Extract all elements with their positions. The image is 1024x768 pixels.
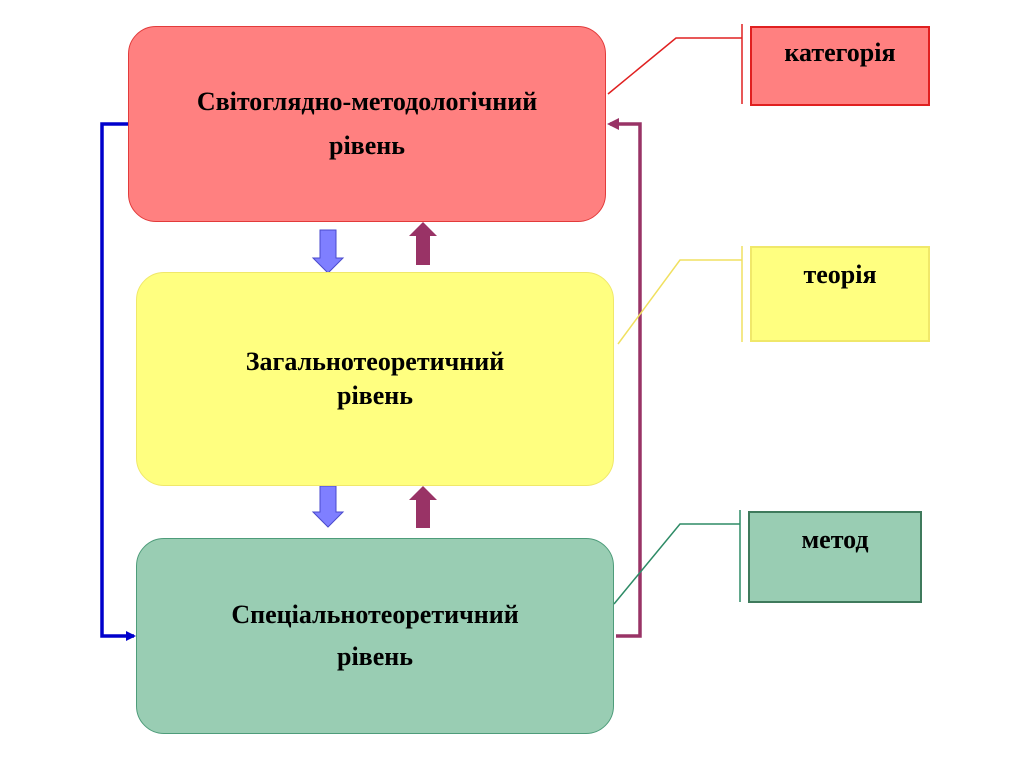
- up-arrow-icon: [409, 486, 437, 528]
- up-arrow-icon: [409, 222, 437, 265]
- special-level-subtitle: рівень: [337, 642, 413, 671]
- theory-tag: теорія: [750, 246, 930, 342]
- left-loop-connector: [100, 122, 136, 641]
- general-level-title: Загальнотеоретичний: [245, 347, 505, 377]
- theory-callout-line: [617, 246, 743, 345]
- down-arrow-icon: [311, 485, 345, 528]
- special-level-title: Спеціальнотеоретичний: [231, 600, 519, 630]
- category-tag: категорія: [750, 26, 930, 106]
- general-theoretical-level-box: Загальнотеоретичний рівень: [136, 272, 614, 486]
- worldview-level-subtitle: рівень: [329, 131, 405, 160]
- worldview-level-title: Світоглядно-методологічний: [196, 86, 538, 116]
- theory-tag-label: теорія: [803, 260, 877, 289]
- method-tag: метод: [748, 511, 922, 603]
- method-tag-label: метод: [801, 525, 869, 554]
- category-callout-line: [607, 24, 743, 104]
- down-arrow-icon: [311, 229, 345, 274]
- special-theoretical-level-box: Спеціальнотеоретичний рівень: [136, 538, 614, 734]
- category-tag-label: категорія: [784, 38, 896, 67]
- right-loop-connector: [607, 118, 642, 638]
- general-level-subtitle: рівень: [337, 381, 413, 410]
- method-callout-line: [613, 510, 741, 605]
- worldview-methodological-level-box: Світоглядно-методологічний рівень: [128, 26, 606, 222]
